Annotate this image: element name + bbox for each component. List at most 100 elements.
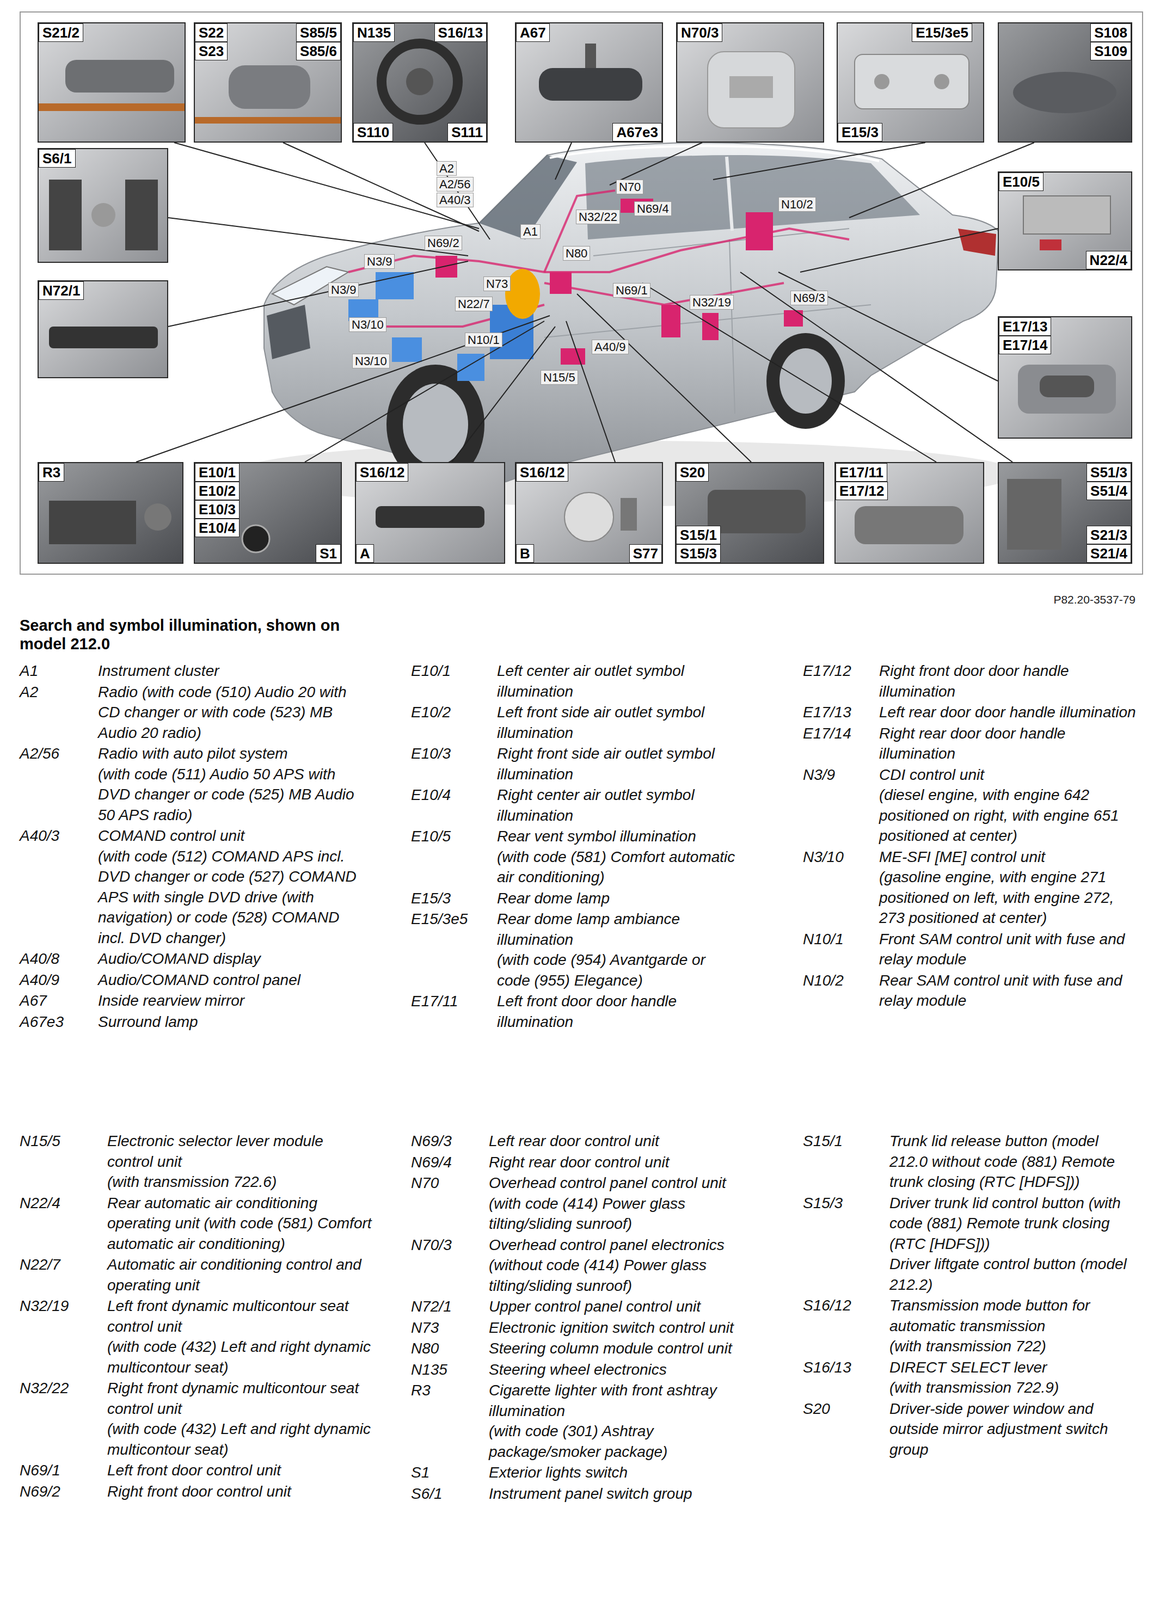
part-code: S21/2 bbox=[38, 23, 84, 42]
legend-description: (with transmission 722.6) bbox=[107, 1171, 373, 1193]
callout-number: N10/1 bbox=[464, 332, 503, 348]
inset-photo bbox=[674, 462, 825, 564]
overhead-panel bbox=[707, 51, 795, 128]
legend-description: Right front side air outlet symbol illum… bbox=[496, 743, 737, 785]
inset-photo bbox=[676, 22, 825, 143]
inset-panel: N70/3 bbox=[676, 22, 825, 143]
legend-code: E10/3 bbox=[410, 743, 451, 765]
legend-description: (with code (432) Left and right dynamic … bbox=[107, 1336, 373, 1378]
part-code: B bbox=[516, 544, 534, 563]
legend-description: Rear vent symbol illumination bbox=[496, 826, 737, 847]
legend-code: A67 bbox=[19, 990, 47, 1012]
legend-code: N32/22 bbox=[19, 1378, 69, 1399]
inset-photo bbox=[514, 462, 664, 564]
callout-number: N22/7 bbox=[455, 296, 493, 312]
legend-code: A40/3 bbox=[19, 825, 60, 847]
inset-photo bbox=[514, 22, 664, 143]
inset-photo bbox=[834, 462, 985, 564]
legend-code: E10/2 bbox=[410, 702, 451, 723]
grille bbox=[266, 304, 311, 360]
dome-lamp bbox=[854, 54, 969, 109]
door-handle-grip bbox=[1039, 375, 1095, 398]
legend-description: Surround lamp bbox=[97, 1011, 360, 1033]
legend-description: Right center air outlet symbol illuminat… bbox=[496, 784, 737, 826]
legend-code: A67e3 bbox=[19, 1011, 64, 1033]
leader-line bbox=[283, 142, 480, 232]
part-code: S110 bbox=[353, 123, 394, 142]
steering-wheel bbox=[381, 43, 458, 120]
part-code: S21/4 bbox=[1086, 544, 1132, 563]
legend-code: A40/9 bbox=[19, 970, 60, 991]
inset-photo bbox=[193, 462, 342, 564]
wood-trim bbox=[193, 117, 342, 124]
windshield bbox=[479, 155, 577, 240]
part-code: E17/11 bbox=[835, 463, 888, 482]
legend-description: Electronic ignition switch control unit bbox=[488, 1317, 742, 1339]
legend-description: (with code (432) Left and right dynamic … bbox=[107, 1419, 373, 1460]
part-code: S16/12 bbox=[355, 463, 409, 482]
legend-description: Upper control panel control unit bbox=[488, 1296, 742, 1318]
inset-photo bbox=[997, 462, 1133, 564]
part-code: E17/12 bbox=[835, 481, 888, 501]
legend-description: Transmission mode button for automatic t… bbox=[889, 1295, 1138, 1337]
legend-code: E10/1 bbox=[410, 660, 451, 682]
legend-code: S16/13 bbox=[802, 1357, 852, 1379]
legend-code: E10/4 bbox=[410, 784, 451, 806]
legend-code: S15/3 bbox=[802, 1193, 843, 1214]
inset-photo bbox=[37, 22, 186, 143]
callout-number: A2 bbox=[436, 161, 457, 176]
legend-description: Left front door door handle illumination bbox=[496, 991, 737, 1033]
legend-description: Left front door control unit bbox=[107, 1460, 373, 1482]
inset-photo bbox=[997, 171, 1133, 271]
legend-code: N22/7 bbox=[19, 1254, 61, 1276]
legend-code: E17/11 bbox=[410, 991, 459, 1012]
air-vent bbox=[125, 179, 158, 251]
rear-switches bbox=[1007, 479, 1062, 550]
rear-control bbox=[1039, 239, 1062, 251]
car-body bbox=[264, 142, 999, 483]
inset-panel: E10/5N22/4 bbox=[997, 171, 1133, 271]
part-code: E17/13 bbox=[998, 317, 1052, 336]
callout-number: A40/9 bbox=[591, 339, 629, 355]
inset-panel: A67A67e3 bbox=[514, 22, 664, 143]
inset-panel: S16/12BS77 bbox=[514, 462, 664, 564]
legend-code: N69/1 bbox=[19, 1460, 61, 1482]
callout-number: N3/10 bbox=[352, 353, 390, 369]
door-handle bbox=[1017, 364, 1116, 414]
legend-code: N10/1 bbox=[802, 929, 844, 950]
legend-code: N135 bbox=[410, 1359, 448, 1381]
legend-code: N10/2 bbox=[802, 970, 844, 992]
inset-photo bbox=[37, 148, 169, 263]
leader-line bbox=[424, 142, 490, 240]
part-code: S23 bbox=[194, 41, 228, 61]
inset-panel: S16/12A bbox=[354, 462, 506, 564]
part-code: E15/3e5 bbox=[911, 23, 973, 42]
legend-description: Radio with auto pilot system bbox=[97, 743, 360, 765]
part-code: A67 bbox=[516, 23, 550, 42]
part-code: S20 bbox=[676, 463, 709, 482]
legend-code: R3 bbox=[410, 1380, 431, 1402]
legend-code: S1 bbox=[410, 1462, 430, 1484]
part-code: S51/4 bbox=[1086, 481, 1132, 501]
callout-number: N69/4 bbox=[634, 201, 672, 217]
legend-description: Driver-side power window and outside mir… bbox=[889, 1398, 1138, 1461]
legend-code: N72/1 bbox=[410, 1296, 452, 1318]
legend-description: (with transmission 722.9) bbox=[889, 1377, 1138, 1399]
legend-description: Driver trunk lid control button (with co… bbox=[889, 1193, 1138, 1255]
leader-line bbox=[713, 142, 926, 180]
mode-button bbox=[375, 506, 485, 529]
part-code: E10/4 bbox=[194, 518, 240, 538]
legend-description: Audio/COMAND display bbox=[97, 948, 360, 970]
part-code: A bbox=[355, 544, 374, 563]
legend-code: A2/56 bbox=[19, 743, 60, 765]
figure-number: P82.20-3537-79 bbox=[1053, 593, 1136, 607]
leader-line bbox=[136, 315, 550, 463]
inset-photo bbox=[354, 462, 506, 564]
legend-code: N32/19 bbox=[19, 1296, 69, 1317]
inset-photo bbox=[836, 22, 985, 143]
part-code: S6/1 bbox=[38, 149, 76, 168]
legend-description: (with code (414) Power glass tilting/sli… bbox=[488, 1193, 742, 1235]
leader-line bbox=[778, 272, 998, 382]
legend-description: Electronic selector lever module control… bbox=[107, 1131, 373, 1172]
legend-description: Cigarette lighter with front ashtray ill… bbox=[488, 1380, 742, 1422]
